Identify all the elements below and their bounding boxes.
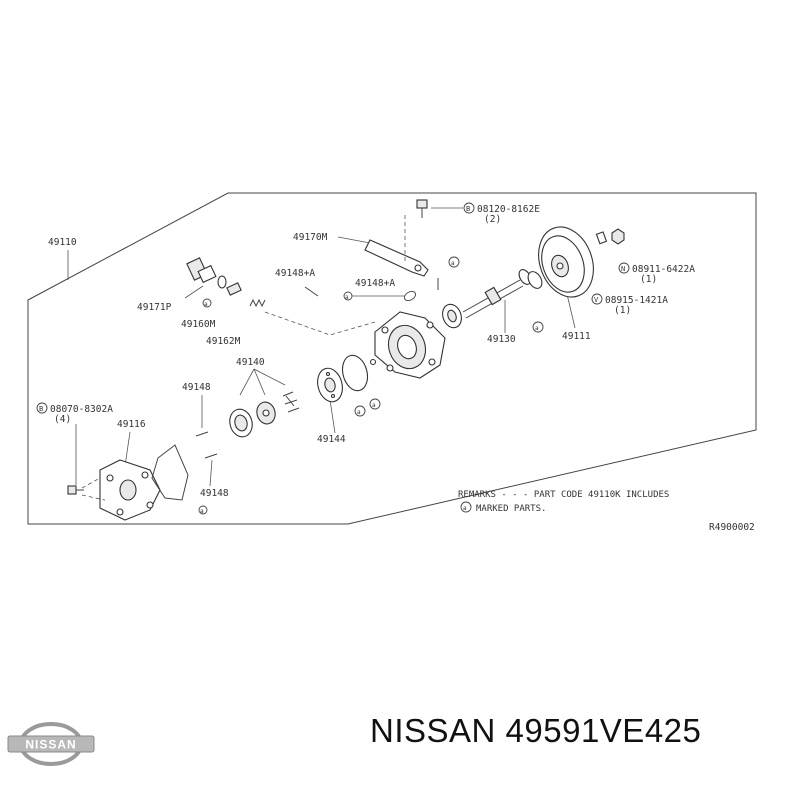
- washer-prefix-v-marker: [591, 293, 603, 305]
- prefix-b-2: B: [39, 405, 43, 413]
- part-49160m-valve: a: [202, 275, 242, 308]
- label-49160m: 49160M: [181, 319, 216, 330]
- diagram-ref-code: R4900002: [709, 522, 755, 533]
- label-49110: 49110: [48, 237, 77, 248]
- label-49148a-1: 49148+A: [275, 268, 315, 279]
- label-49170m: 49170M: [293, 232, 328, 243]
- label-08120-8162e: 08120-8162E: [477, 204, 540, 215]
- marker-a-4: a: [535, 325, 539, 332]
- part-08120-bolt: [416, 199, 428, 218]
- nissan-logo-text: NISSAN: [25, 738, 76, 752]
- part-49171p-connector: [184, 257, 217, 299]
- label-49116: 49116: [117, 419, 146, 430]
- label-49140: 49140: [236, 357, 265, 368]
- marker-a-1: a: [204, 301, 208, 308]
- label-49171p: 49171P: [137, 302, 172, 313]
- part-08070-bolt: [67, 485, 84, 495]
- part-pump-body: [374, 311, 446, 379]
- label-49148-b: 49148: [182, 382, 211, 393]
- part-49170m-bracket: [364, 215, 429, 277]
- marker-a-7: a: [200, 508, 204, 515]
- remarks-line-1: REMARKS - - - PART CODE 49110K INCLUDES: [458, 490, 669, 500]
- prefix-n: N: [621, 265, 625, 273]
- label-08915-1421a: 08915-1421A: [605, 295, 668, 306]
- marker-a-3: a: [451, 260, 455, 267]
- label-49162m: 49162M: [206, 336, 241, 347]
- nut-prefix-n-marker: [618, 262, 630, 274]
- label-08911-qty: (1): [640, 274, 657, 285]
- remarks-marker-icon: [460, 501, 472, 513]
- label-08915-qty: (1): [614, 305, 631, 316]
- label-08070-8302a: 08070-8302A: [50, 404, 113, 415]
- remarks-line-2: MARKED PARTS.: [476, 504, 546, 514]
- diagram-frame: [27, 192, 757, 525]
- part-49148-pins: [195, 431, 218, 459]
- label-49148-c: 49148: [200, 488, 229, 499]
- label-49130: 49130: [487, 334, 516, 345]
- prefix-v: V: [594, 296, 599, 304]
- part-49116-cover: [81, 459, 161, 521]
- part-49111-pulley: [538, 226, 594, 298]
- label-08070-qty: (4): [54, 414, 71, 425]
- remarks-marker-letter: a: [463, 505, 467, 512]
- label-49111: 49111: [562, 331, 591, 342]
- bolt-prefix-b2-marker: [36, 402, 48, 414]
- label-08911-6422a: 08911-6422A: [632, 264, 695, 275]
- label-49144: 49144: [317, 434, 346, 445]
- bolt-prefix-b-marker: [463, 202, 475, 214]
- part-49130-shaft: a: [462, 269, 544, 333]
- product-title: NISSAN 49591VE425: [370, 712, 702, 749]
- part-oring-right: a: [448, 256, 460, 268]
- part-cover-gasket: a: [151, 444, 208, 515]
- label-49148a-2: 49148+A: [355, 278, 395, 289]
- part-49144-plate: a a: [317, 354, 381, 417]
- marker-a-6: a: [357, 409, 361, 416]
- label-08120-qty: (2): [484, 214, 501, 225]
- nissan-logo: NISSAN: [7, 722, 95, 766]
- part-49148a-pin: a: [304, 278, 439, 302]
- part-49140-cartridge: [229, 391, 300, 438]
- prefix-b-1: B: [466, 205, 470, 213]
- part-seal: [442, 303, 462, 329]
- marker-a-5: a: [372, 402, 376, 409]
- part-08911-nut: [595, 228, 625, 245]
- part-49162m-spring: [249, 298, 266, 308]
- marker-a-2: a: [345, 294, 349, 301]
